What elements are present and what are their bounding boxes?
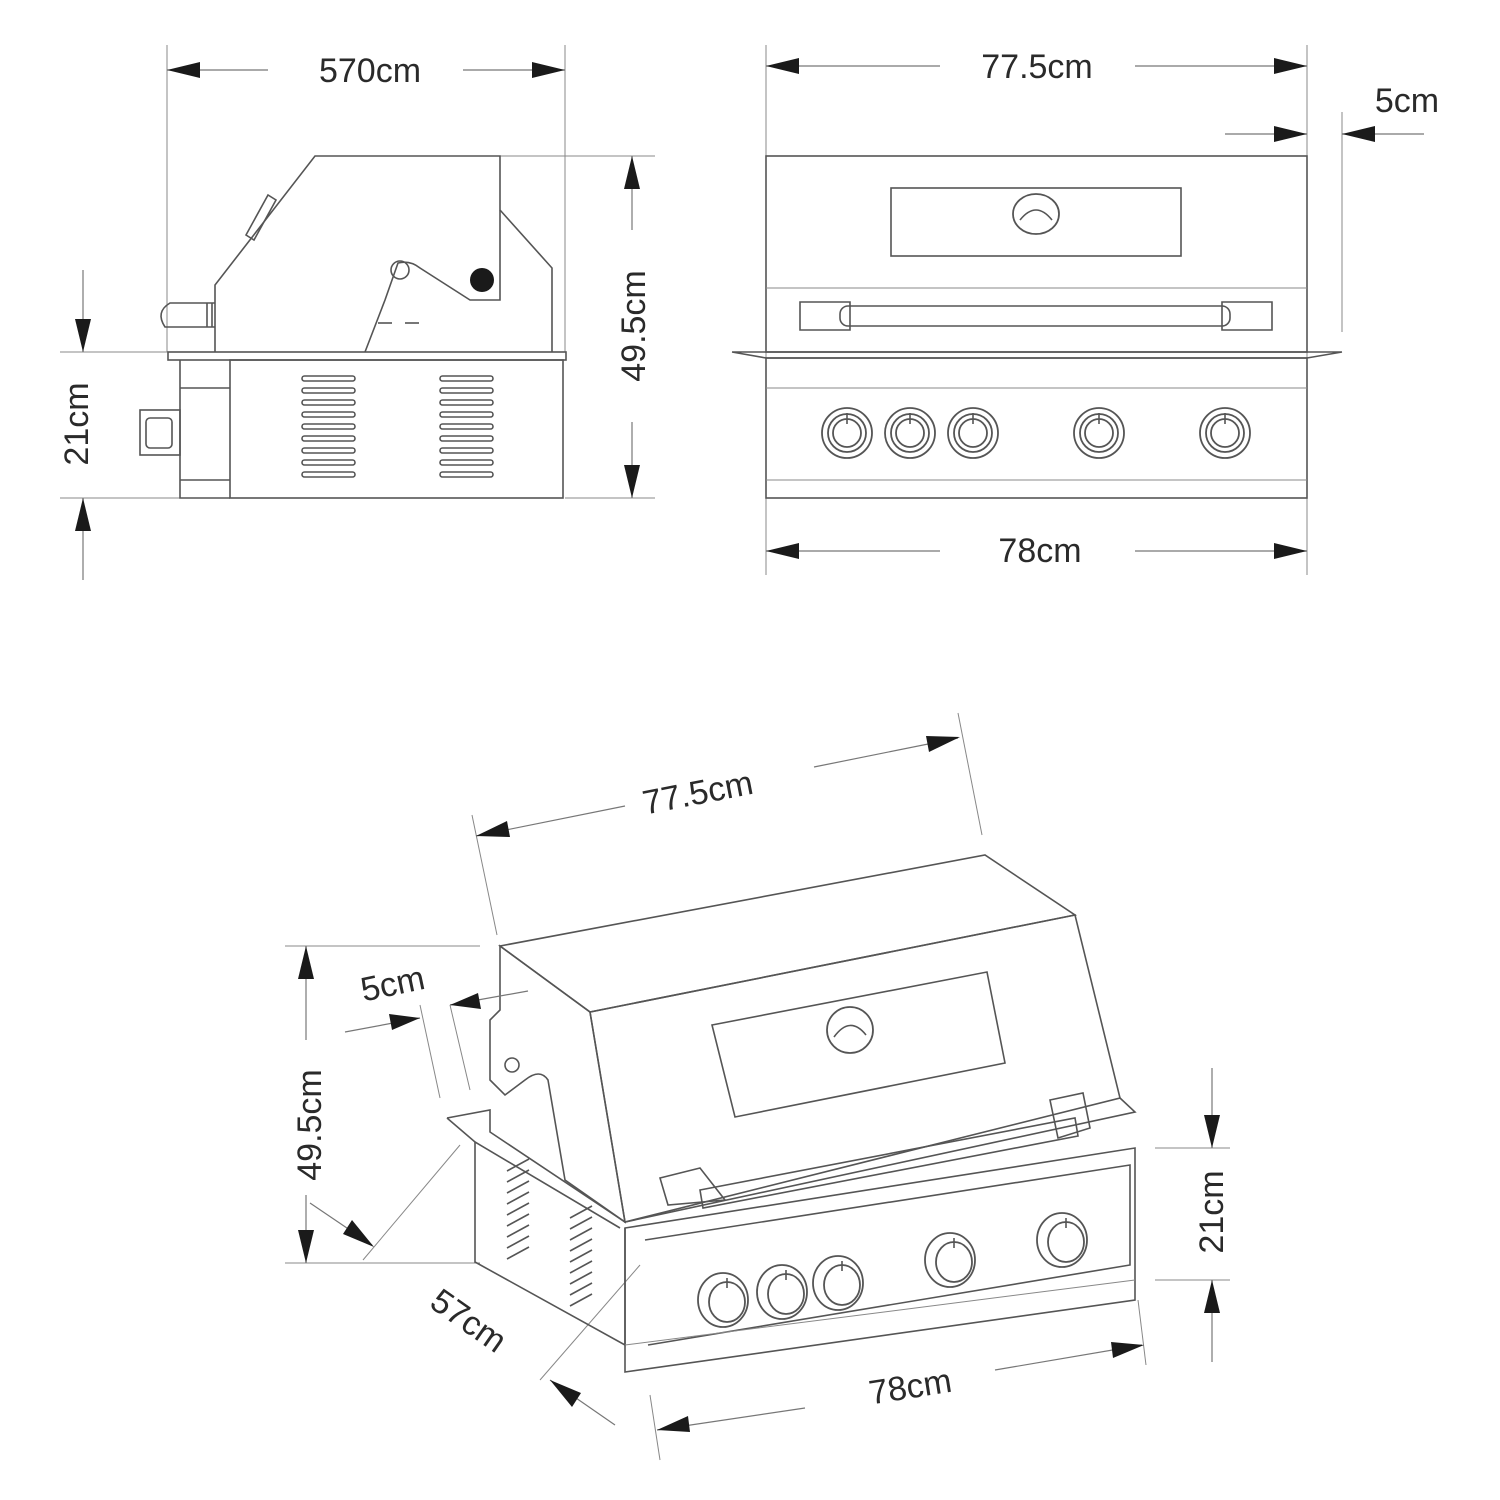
arrow-head [766,58,799,74]
arrow-head [167,62,200,78]
vent-slot [506,1180,530,1194]
vent-slot [301,447,356,454]
vent-slot [439,459,494,466]
front-thermometer-icon [1012,193,1060,235]
lid-hinge-dot [470,268,494,292]
arrow-head [766,543,799,559]
vent-slot [569,1260,593,1274]
vent-slot [569,1238,593,1252]
arrow-head [1204,1115,1220,1148]
vent-slot [439,435,494,442]
arrow-head [389,1014,420,1030]
arrow-head [624,156,640,189]
control-knob [697,1272,749,1328]
vent-slot [569,1249,593,1263]
persp-depth-label: 57cm [423,1282,513,1361]
vent-slot [439,471,494,478]
arrow-head [532,62,565,78]
arrow-head [926,736,960,752]
vent-slot [439,411,494,418]
control-knob [947,407,999,459]
vent-slot [506,1191,530,1205]
arrow-head [624,465,640,498]
vent-slot [301,459,356,466]
persp-base-height-label: 21cm [1193,1170,1231,1253]
vent-slot [439,375,494,382]
control-knob [1036,1212,1088,1268]
arrow-head [343,1220,374,1247]
side-vents-left [301,375,356,478]
control-knob [812,1255,864,1311]
arrow-head [1204,1280,1220,1313]
arrow-head [1342,126,1375,142]
arrow-head [657,1416,690,1432]
control-knob [1199,407,1251,459]
front-flange-label: 5cm [1375,82,1439,120]
side-base-height-label: 21cm [58,382,96,465]
arrow-head [75,498,91,531]
vent-slot [569,1216,593,1230]
vent-slot [301,411,356,418]
vent-slot [506,1158,530,1172]
arrow-head [1111,1342,1144,1358]
vent-slot [506,1246,530,1260]
perspective-view: 77.5cm 5cm 49.5cm 57cm 78cm 21cm [285,712,1231,1461]
persp-lid-width-label: 77.5cm [640,764,757,823]
vent-slot [301,399,356,406]
arrow-head [298,1230,314,1263]
vent-slot [506,1169,530,1183]
control-knob [1073,407,1125,459]
side-height-label: 49.5cm [615,270,653,382]
arrow-head [1274,126,1307,142]
arrow-head [450,993,481,1009]
vent-slot [569,1271,593,1285]
vent-slot [439,387,494,394]
arrow-head [1274,58,1307,74]
control-knob [821,407,873,459]
vent-slot [506,1224,530,1238]
side-depth-label: 570cm [319,52,421,90]
perspective-handle [658,1092,1091,1209]
vent-slot [506,1213,530,1227]
front-view: 77.5cm 5cm 78cm [731,45,1439,575]
vent-slot [301,423,356,430]
vent-slot [301,471,356,478]
arrow-head [1274,543,1307,559]
persp-base-width-label: 78cm [866,1362,954,1413]
side-vents-right [439,375,494,478]
persp-flange-label: 5cm [357,959,428,1010]
arrow-head [550,1380,581,1407]
vent-slot [569,1205,593,1219]
vent-slot [301,387,356,394]
vent-slot [506,1235,530,1249]
control-knob [756,1264,808,1320]
front-handle [799,301,1273,331]
vent-slot [439,447,494,454]
front-knobs [821,407,1251,459]
vent-slot [569,1293,593,1307]
vent-slot [301,435,356,442]
front-base-width-label: 78cm [998,532,1081,570]
side-view: 570cm 49.5cm 21cm [58,45,655,580]
perspective-knobs [697,1212,1088,1328]
perspective-side-vents [506,1158,593,1307]
vent-slot [301,375,356,382]
perspective-thermometer-icon [826,1006,874,1054]
arrow-head [75,319,91,352]
arrow-head [298,946,314,979]
front-lid-width-label: 77.5cm [981,48,1093,86]
control-knob [924,1232,976,1288]
arrow-head [476,821,510,837]
vent-slot [439,399,494,406]
control-knob [884,407,936,459]
vent-slot [439,423,494,430]
vent-slot [569,1227,593,1241]
vent-slot [569,1282,593,1296]
vent-slot [506,1202,530,1216]
persp-height-label: 49.5cm [291,1069,329,1181]
